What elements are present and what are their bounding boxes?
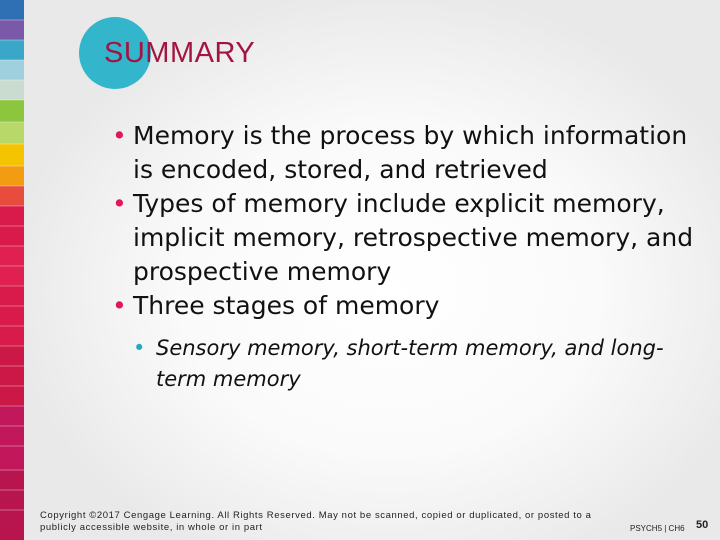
bullet-item: Types of memory include explicit memory,…	[112, 187, 702, 289]
bullet-text: Three stages of memory	[133, 291, 440, 320]
strip-block	[0, 346, 24, 406]
strip-block	[0, 286, 24, 346]
bullet-item: Three stages of memory Sensory memory, s…	[112, 289, 702, 395]
sub-bullet-list: Sensory memory, short-term memory, and l…	[133, 333, 693, 395]
strip-block	[0, 80, 24, 100]
strip-block	[0, 20, 24, 40]
strip-segment-lines	[0, 19, 24, 511]
page-number: 50	[696, 519, 709, 531]
strip-block	[0, 246, 24, 286]
course-tag: PSYCH5 | CH6	[630, 524, 685, 533]
bullet-text: Types of memory include explicit memory,…	[133, 189, 694, 286]
strip-block	[0, 166, 24, 186]
bullet-item: Memory is the process by which informati…	[112, 119, 702, 187]
bullet-text: Memory is the process by which informati…	[133, 121, 688, 184]
copyright-notice: Copyright ©2017 Cengage Learning. All Ri…	[40, 510, 592, 533]
color-strip-decoration	[0, 0, 24, 540]
strip-block	[0, 100, 24, 122]
strip-block	[0, 40, 24, 60]
strip-block	[0, 60, 24, 80]
sub-bullet-text: Sensory memory, short-term memory, and l…	[156, 336, 664, 391]
bullet-list: Memory is the process by which informati…	[112, 119, 702, 395]
strip-block	[0, 122, 24, 144]
title-circle-decoration	[79, 17, 151, 89]
slide-title: SUMMARY	[104, 37, 256, 69]
strip-block	[0, 186, 24, 206]
strip-block	[0, 144, 24, 166]
strip-block	[0, 0, 24, 20]
strip-block	[0, 406, 24, 470]
strip-block	[0, 470, 24, 540]
sub-bullet-item: Sensory memory, short-term memory, and l…	[133, 333, 693, 395]
strip-block	[0, 206, 24, 246]
